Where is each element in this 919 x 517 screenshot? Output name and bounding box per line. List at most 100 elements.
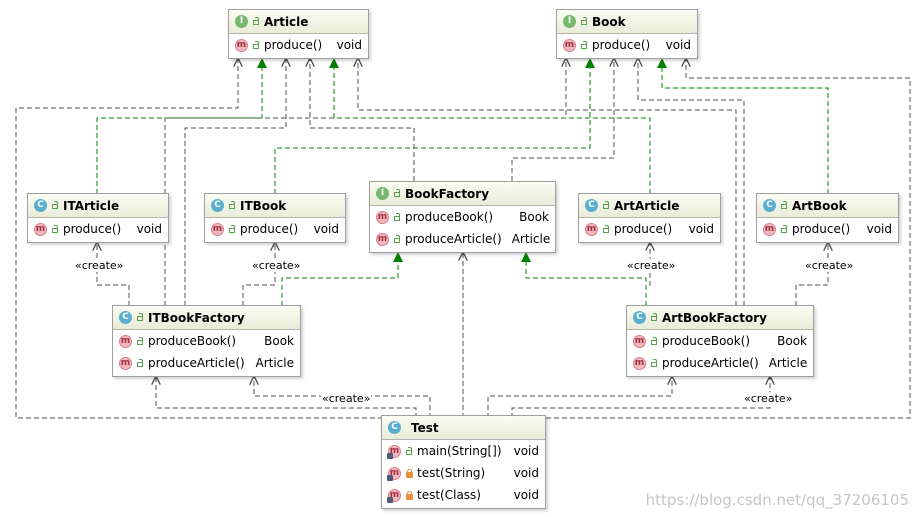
itbookfactory-header: C ITBookFactory — [113, 306, 300, 330]
public-icon — [51, 201, 59, 210]
method-row[interactable]: m produceArticle() Article — [113, 352, 300, 374]
dep-bookfactory-article — [310, 58, 415, 181]
itarticle-class[interactable]: C ITArticle m produce() void — [27, 193, 169, 243]
method-row[interactable]: m produce() void — [557, 34, 697, 56]
method-row[interactable]: m test(String) void — [382, 462, 545, 484]
method-name: main(String[]) — [417, 444, 502, 458]
private-lock-icon — [405, 468, 413, 478]
method-icon: m — [119, 334, 132, 348]
create-itbookfactory-itarticle — [97, 242, 130, 306]
bookfactory-interface[interactable]: I BookFactory m produceBook() Book m pro… — [369, 181, 556, 253]
public-icon — [136, 336, 144, 346]
artbook-class[interactable]: C ArtBook m produce() void — [756, 193, 899, 243]
impl-itbookfactory-bookfactory — [281, 252, 403, 306]
method-row[interactable]: m produceArticle() Article — [627, 352, 813, 374]
public-icon — [780, 224, 788, 234]
static-method-icon: m — [387, 444, 401, 459]
return-type: void — [513, 444, 539, 458]
method-name: test(Class) — [417, 488, 481, 502]
dep-test-artbookfactory — [487, 376, 672, 418]
artbook-header: C ArtBook — [757, 194, 898, 218]
class-icon: C — [763, 199, 776, 212]
public-icon — [780, 201, 788, 210]
method-icon: m — [34, 222, 47, 236]
book-interface[interactable]: I Book m produce() void — [556, 9, 698, 59]
method-row[interactable]: m produceBook() Book — [113, 330, 300, 352]
method-name: produceBook() — [405, 210, 494, 224]
method-name: produce() — [614, 222, 673, 236]
method-name: produceArticle() — [405, 232, 502, 246]
method-row[interactable]: m main(String[]) void — [382, 440, 545, 462]
method-name: produceBook() — [148, 334, 237, 348]
static-method-icon: m — [387, 488, 401, 503]
dep-artbookfactory-article — [358, 58, 737, 306]
public-icon — [650, 313, 658, 322]
class-name: ArtArticle — [614, 198, 680, 213]
impl-artbook-book — [657, 58, 829, 194]
interface-icon: I — [563, 15, 576, 28]
method-icon: m — [119, 356, 132, 370]
return-type: Book — [777, 334, 807, 348]
create-test-artbookfactory — [511, 376, 770, 418]
create-itbookfactory-itbook — [242, 242, 275, 306]
return-type: Book — [519, 210, 549, 224]
artbookfactory-class[interactable]: C ArtBookFactory m produceBook() Book m … — [626, 305, 814, 377]
impl-artarticle-article — [329, 58, 651, 194]
class-name: Article — [264, 14, 309, 29]
class-name: BookFactory — [405, 186, 490, 201]
class-icon: C — [34, 199, 47, 212]
public-icon — [136, 313, 144, 322]
dep-itbookfactory-article — [184, 58, 286, 306]
return-type: void — [513, 488, 539, 502]
method-row[interactable]: m test(Class) void — [382, 484, 545, 506]
class-icon: C — [633, 311, 646, 324]
dep-bookfactory-book — [511, 58, 614, 181]
dep-test-article — [15, 58, 383, 419]
public-icon — [602, 201, 610, 210]
method-icon: m — [235, 38, 248, 52]
return-type: Book — [264, 334, 294, 348]
interface-icon: I — [235, 15, 248, 28]
class-icon: C — [585, 199, 598, 212]
itbook-class[interactable]: C ITBook m produce() void — [204, 193, 346, 243]
method-icon: m — [633, 334, 646, 348]
artarticle-class[interactable]: C ArtArticle m produce() void — [578, 193, 721, 243]
return-type: void — [313, 222, 339, 236]
static-method-icon: m — [387, 466, 401, 481]
method-name: produce() — [592, 38, 651, 52]
test-class[interactable]: C Test m main(String[]) void m test(Stri… — [381, 415, 546, 509]
create-label-artbook: «create» — [804, 259, 855, 272]
itbook-header: C ITBook — [205, 194, 345, 218]
book-header: I Book — [557, 10, 697, 34]
article-interface[interactable]: I Article m produce() void — [228, 9, 369, 59]
return-type: void — [136, 222, 162, 236]
public-icon — [252, 17, 260, 26]
return-type: void — [866, 222, 892, 236]
method-row[interactable]: m produce() void — [579, 218, 720, 240]
method-icon: m — [211, 222, 224, 236]
method-row[interactable]: m produceBook() Book — [627, 330, 813, 352]
method-icon: m — [763, 222, 776, 236]
method-row[interactable]: m produce() void — [205, 218, 345, 240]
method-row[interactable]: m produce() void — [28, 218, 168, 240]
create-label-itbook: «create» — [251, 259, 302, 272]
return-type: void — [688, 222, 714, 236]
dep-test-book — [546, 58, 911, 419]
method-row[interactable]: m produceArticle() Article — [370, 228, 555, 250]
create-artbookfactory-artarticle — [645, 242, 650, 306]
method-name: produce() — [63, 222, 122, 236]
method-name: produce() — [240, 222, 299, 236]
method-row[interactable]: m produce() void — [757, 218, 898, 240]
class-name: ArtBook — [792, 198, 847, 213]
dep-artbookfactory-book — [638, 58, 745, 306]
create-label-test-itbookfactory: «create» — [321, 392, 372, 405]
public-icon — [650, 358, 658, 368]
private-lock-icon — [405, 490, 413, 500]
class-name: ArtBookFactory — [662, 310, 767, 325]
interface-icon: I — [376, 187, 389, 200]
method-row[interactable]: m produceBook() Book — [370, 206, 555, 228]
method-row[interactable]: m produce() void — [229, 34, 368, 56]
itbookfactory-class[interactable]: C ITBookFactory m produceBook() Book m p… — [112, 305, 301, 377]
public-icon — [650, 336, 658, 346]
